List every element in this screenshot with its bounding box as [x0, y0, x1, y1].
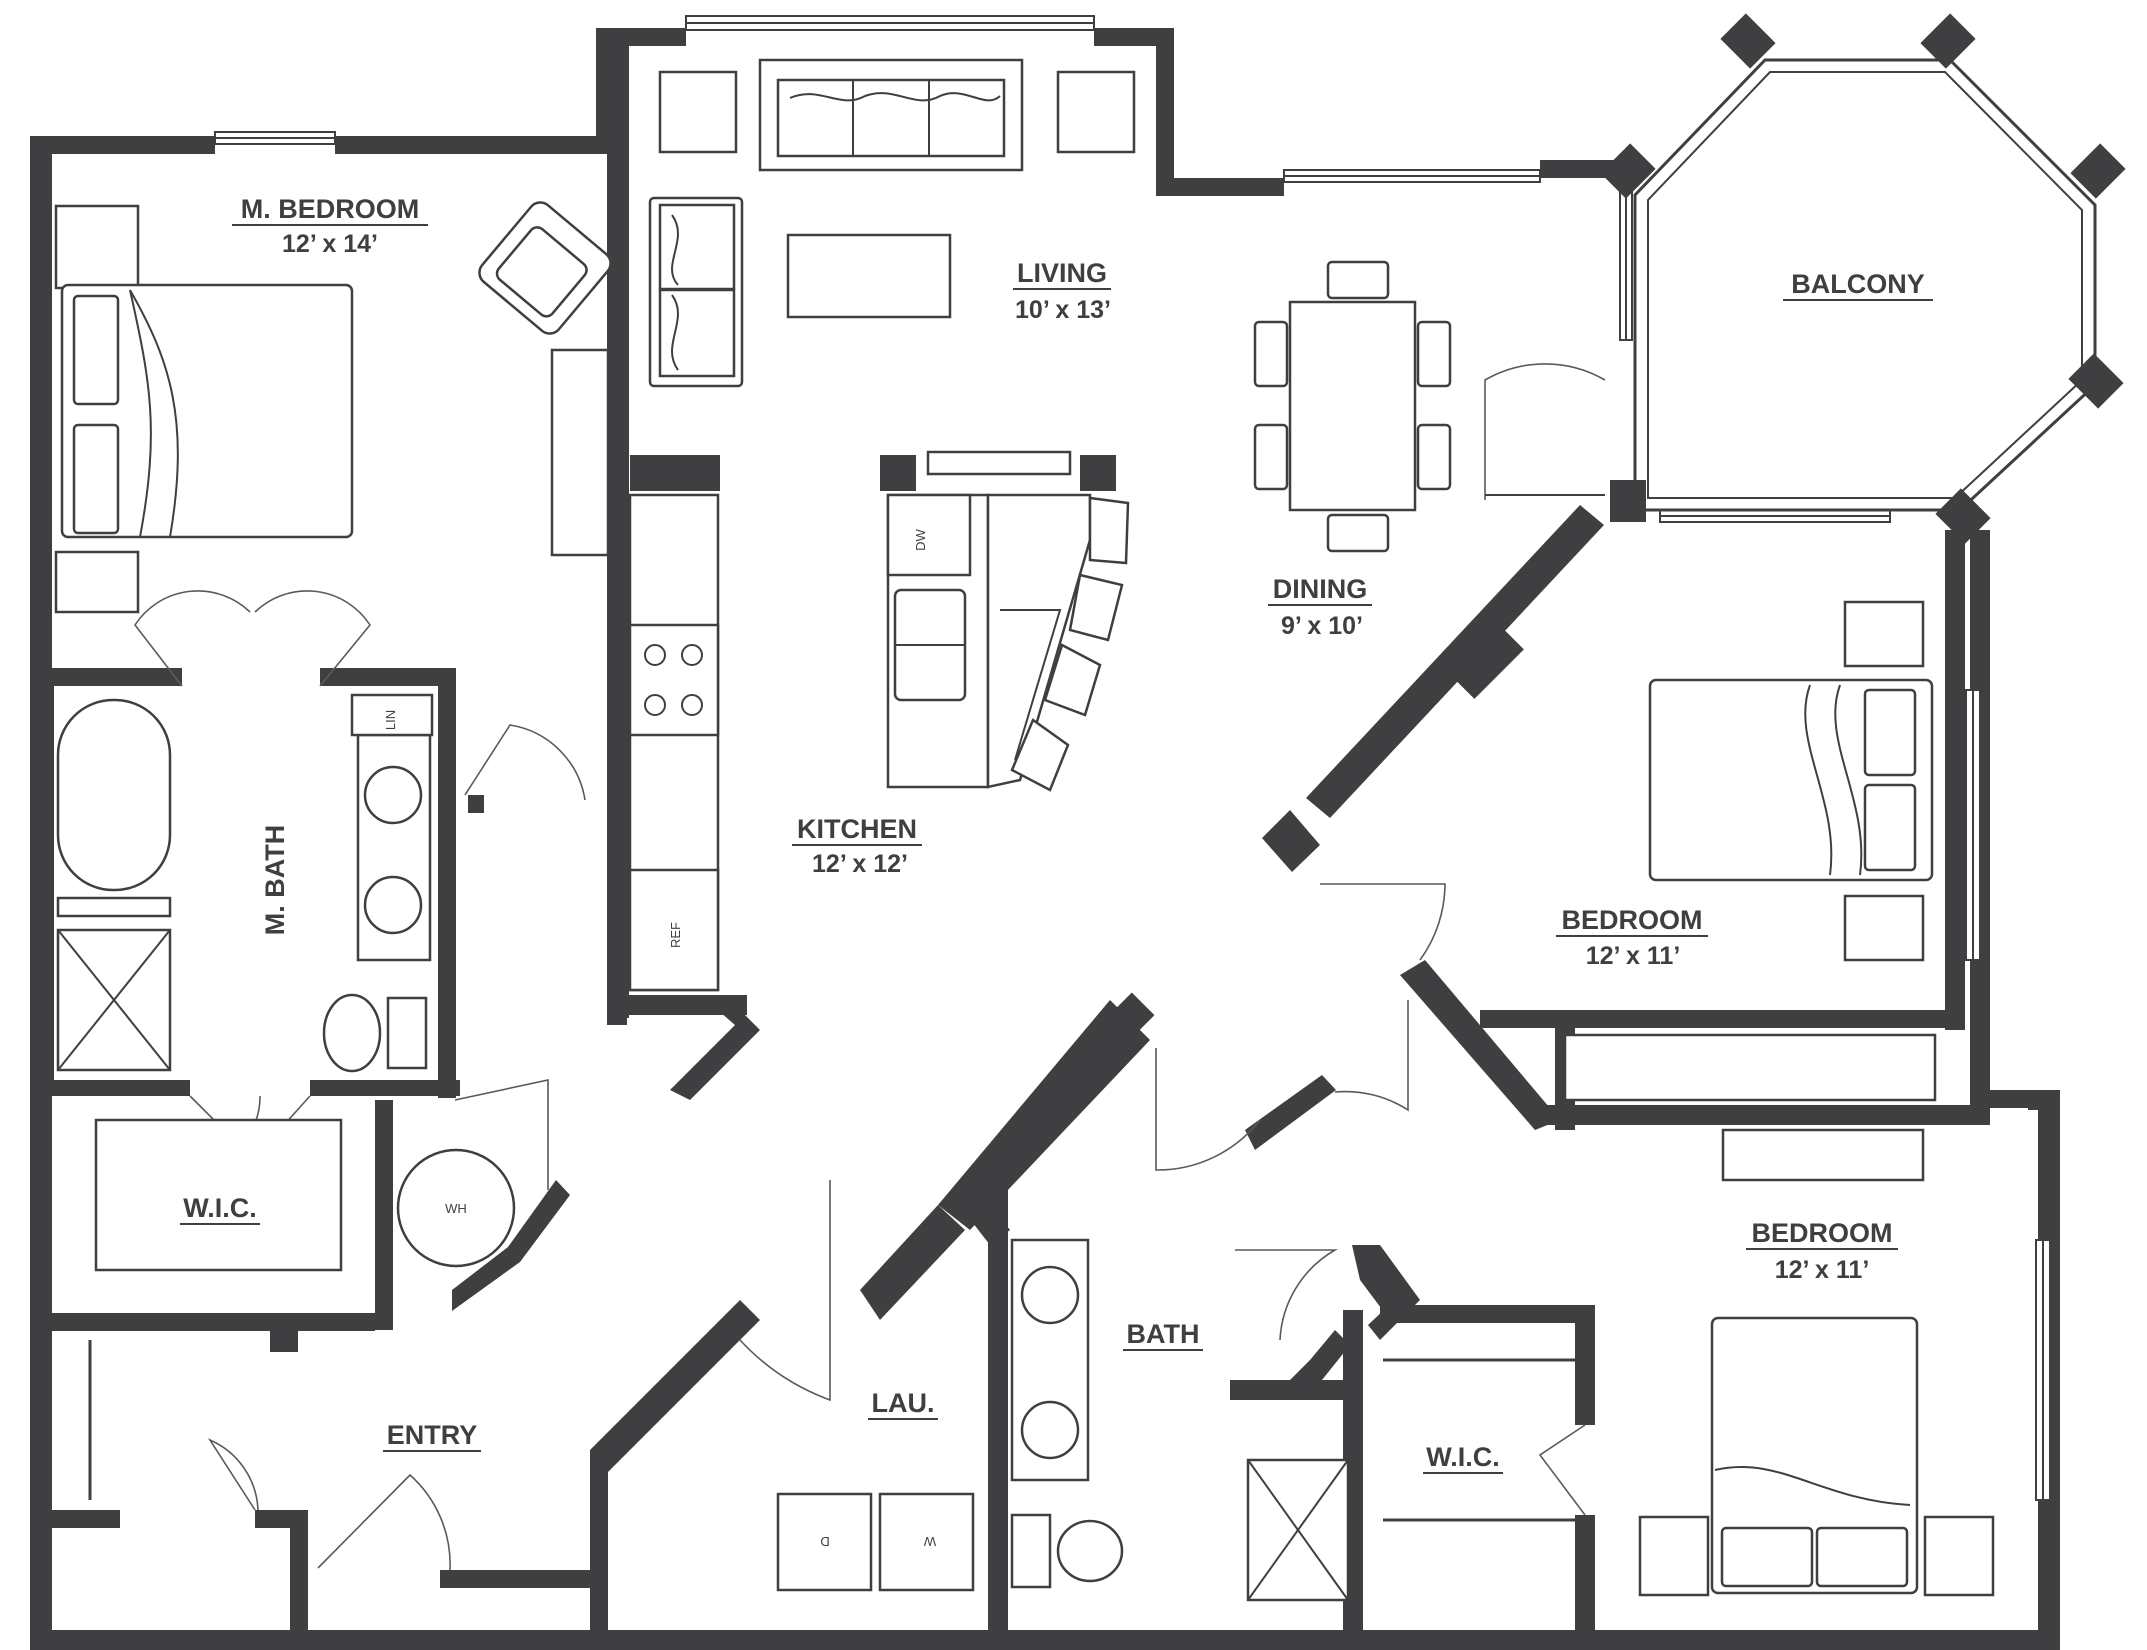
water-heater-label: WH	[445, 1201, 467, 1216]
bedroom-2-size: 12’ x 11’	[1586, 942, 1681, 970]
kitchen-size: 12’ x 12’	[812, 850, 908, 878]
master-bath-name: M. BATH	[260, 825, 290, 935]
bath-name: BATH	[1127, 1319, 1200, 1349]
bedroom-2-name: BEDROOM	[1562, 905, 1703, 935]
laundry-name: LAU.	[872, 1388, 935, 1418]
dining-name: DINING	[1273, 574, 1368, 604]
dryer-label: D	[820, 1534, 829, 1549]
balcony-name: BALCONY	[1791, 269, 1925, 299]
interior-walls	[30, 455, 1990, 1640]
dining-size: 9’ x 10’	[1281, 612, 1363, 640]
windows	[214, 15, 2051, 1501]
entry-name: ENTRY	[387, 1420, 478, 1450]
living-size: 10’ x 13’	[1015, 296, 1111, 324]
wic-2-name: W.I.C.	[1426, 1442, 1500, 1472]
linen-label: LIN	[383, 710, 398, 730]
doors	[134, 363, 1606, 1571]
bedroom-3-size: 12’ x 11’	[1775, 1256, 1870, 1284]
master-wic-name: W.I.C.	[183, 1193, 257, 1223]
kitchen-name: KITCHEN	[797, 814, 917, 844]
bedroom-3-name: BEDROOM	[1752, 1218, 1893, 1248]
room-labels: M. BEDROOM 12’ x 14’ LIVING 10’ x 13’ BA…	[180, 194, 1933, 1474]
master-bedroom-size: 12’ x 14’	[282, 230, 378, 258]
furniture: REF DW LIN WH D	[54, 58, 1995, 1602]
master-bedroom-name: M. BEDROOM	[241, 194, 420, 224]
dishwasher-label: DW	[913, 528, 928, 550]
washer-label: W	[923, 1534, 936, 1549]
living-name: LIVING	[1017, 258, 1107, 288]
balcony	[1600, 13, 2126, 544]
refrigerator-label: REF	[668, 922, 683, 948]
